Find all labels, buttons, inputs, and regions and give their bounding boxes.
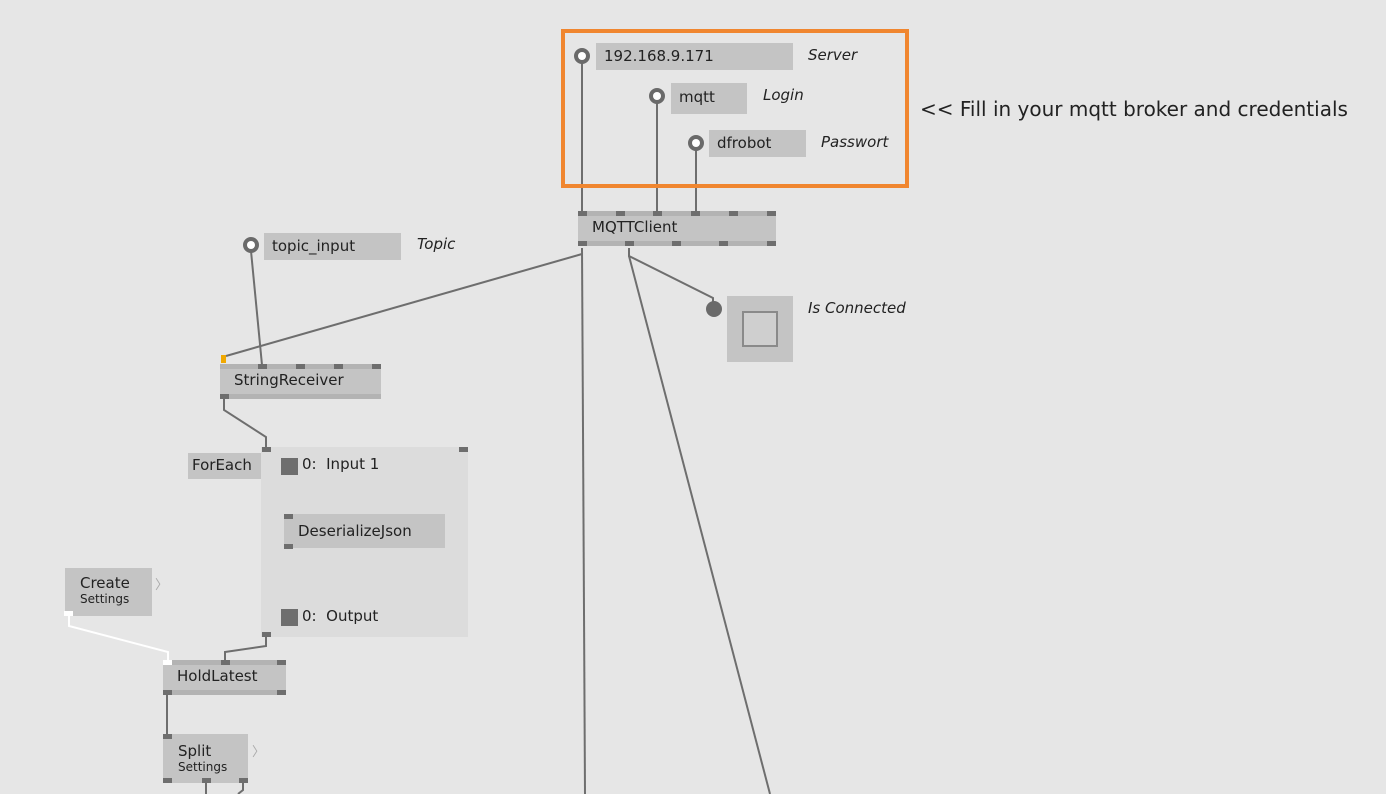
comment: << Fill in your mqtt broker and credenti… bbox=[920, 97, 1348, 121]
pin[interactable] bbox=[163, 734, 172, 739]
highlight-box bbox=[561, 29, 909, 188]
wire-foreach-hold bbox=[224, 636, 267, 661]
pin[interactable] bbox=[578, 211, 587, 216]
topic-pin-icon[interactable] bbox=[243, 237, 259, 253]
wire-client-connected bbox=[628, 248, 714, 305]
pin[interactable] bbox=[163, 778, 172, 783]
pin[interactable] bbox=[578, 241, 587, 246]
chevron-right-icon[interactable]: 〉 bbox=[252, 745, 266, 760]
deserializejson-node[interactable]: DeserializeJson bbox=[284, 514, 445, 548]
is-connected-toggle[interactable] bbox=[727, 296, 793, 362]
pin[interactable] bbox=[258, 364, 267, 369]
wire-client-receiver bbox=[225, 253, 583, 357]
pin[interactable] bbox=[277, 660, 286, 665]
wire-client-down bbox=[581, 247, 586, 794]
pin[interactable] bbox=[277, 690, 286, 695]
topic-label: Topic bbox=[417, 235, 456, 253]
pin[interactable] bbox=[239, 778, 248, 783]
stringreceiver-node[interactable]: StringReceiver bbox=[220, 364, 381, 399]
pin[interactable] bbox=[334, 364, 343, 369]
pin[interactable] bbox=[719, 241, 728, 246]
pin[interactable] bbox=[616, 211, 625, 216]
is-connected-pin-icon[interactable] bbox=[706, 301, 722, 317]
login-pin-icon[interactable] bbox=[649, 88, 665, 104]
pin[interactable] bbox=[202, 778, 211, 783]
pin[interactable] bbox=[672, 241, 681, 246]
password-label: Passwort bbox=[821, 133, 889, 151]
pin[interactable] bbox=[767, 241, 776, 246]
wire-settings bbox=[68, 614, 169, 661]
checkbox-icon bbox=[742, 311, 778, 347]
wire-receiver-foreach bbox=[223, 399, 267, 449]
pin[interactable] bbox=[221, 660, 230, 665]
split-settings-node[interactable]: Split Settings bbox=[163, 734, 248, 783]
login-input[interactable]: mqtt bbox=[671, 83, 747, 114]
create-settings-node[interactable]: Create Settings bbox=[65, 568, 152, 616]
pin[interactable] bbox=[691, 211, 700, 216]
wire-split-out2 bbox=[237, 783, 244, 794]
input-splicer-label: 0: Input 1 bbox=[302, 455, 380, 473]
server-input[interactable]: 192.168.9.171 bbox=[596, 43, 793, 70]
output-splicer-icon[interactable] bbox=[281, 609, 298, 626]
password-pin-icon[interactable] bbox=[688, 135, 704, 151]
chevron-right-icon[interactable]: 〉 bbox=[155, 578, 169, 593]
pin[interactable] bbox=[296, 364, 305, 369]
login-label: Login bbox=[763, 86, 804, 104]
server-label: Server bbox=[808, 46, 858, 64]
pin[interactable] bbox=[284, 544, 293, 549]
pin[interactable] bbox=[372, 364, 381, 369]
pin[interactable] bbox=[64, 611, 73, 616]
pin[interactable] bbox=[625, 241, 634, 246]
pin[interactable] bbox=[262, 632, 271, 637]
pin[interactable] bbox=[284, 514, 293, 519]
holdlatest-node[interactable]: HoldLatest bbox=[163, 660, 286, 695]
pin[interactable] bbox=[767, 211, 776, 216]
wire-client-down2 bbox=[628, 255, 771, 794]
server-pin-icon[interactable] bbox=[574, 48, 590, 64]
pin[interactable] bbox=[459, 447, 468, 452]
pin[interactable] bbox=[262, 447, 271, 452]
pin[interactable] bbox=[220, 394, 229, 399]
split-label: Split bbox=[178, 742, 212, 760]
foreach-label[interactable]: ForEach bbox=[188, 453, 261, 479]
create-label: Create bbox=[80, 574, 130, 592]
create-sub-label: Settings bbox=[80, 592, 130, 606]
input-splicer-icon[interactable] bbox=[281, 458, 298, 475]
pin[interactable] bbox=[163, 690, 172, 695]
pin[interactable] bbox=[163, 660, 172, 665]
password-input[interactable]: dfrobot bbox=[709, 130, 806, 157]
pin[interactable] bbox=[653, 211, 662, 216]
pin[interactable] bbox=[729, 211, 738, 216]
split-sub-label: Settings bbox=[178, 760, 228, 774]
output-splicer-label: 0: Output bbox=[302, 607, 379, 625]
topic-input[interactable]: topic_input bbox=[264, 233, 401, 260]
active-pin bbox=[221, 355, 226, 363]
is-connected-label: Is Connected bbox=[808, 299, 906, 317]
